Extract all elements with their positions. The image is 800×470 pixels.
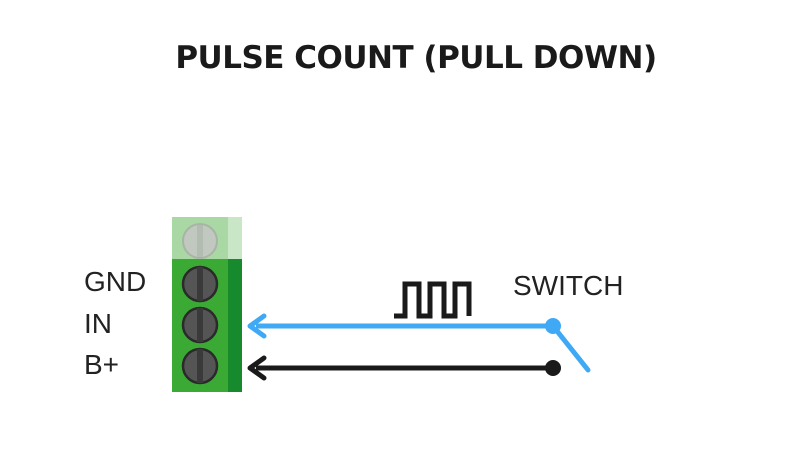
pin-label-gnd: GND [84, 266, 147, 297]
screw-icon [181, 347, 219, 385]
pin-label-b-plus: B+ [84, 349, 120, 380]
switch-label: SWITCH [513, 270, 624, 301]
diagram-title: PULSE COUNT (PULL DOWN) [175, 40, 657, 76]
switch-contact-power [545, 360, 561, 376]
switch-contact-signal [545, 318, 561, 334]
screw-icon [181, 265, 219, 303]
screw-icon [182, 223, 218, 259]
pulse-waveform-icon [394, 281, 472, 319]
screw-icon [181, 306, 219, 344]
terminal-faded-edge [228, 217, 242, 259]
pin-label-in: IN [84, 308, 112, 339]
switch-lever [550, 323, 591, 373]
terminal-block [172, 217, 242, 392]
arrow-left-icon [247, 313, 267, 339]
arrow-left-icon [247, 355, 267, 381]
terminal-body-edge [228, 259, 242, 392]
switch-symbol [545, 318, 591, 376]
